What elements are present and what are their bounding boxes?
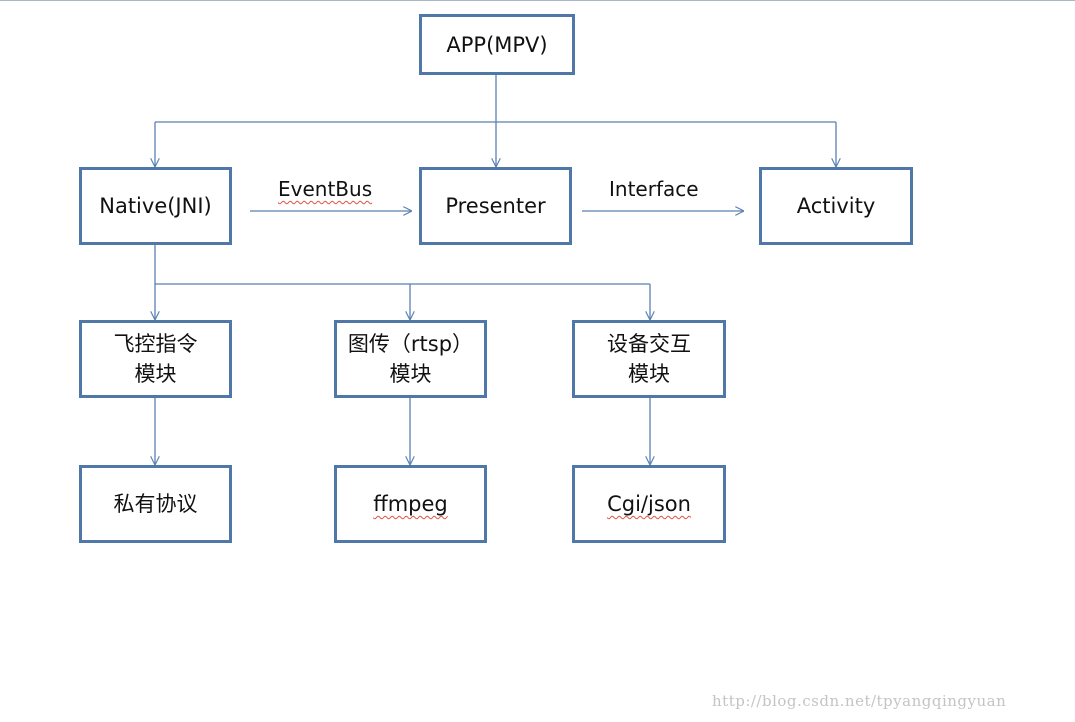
top-border-line [0,0,1075,1]
ffmpeg-label: ffmpeg [373,492,448,516]
app-mpv-label: APP(MPV) [446,32,548,57]
device-interaction-module-node: 设备交互 模块 [572,320,726,398]
image-transmission-module-label: 图传（rtsp） 模块 [347,332,474,386]
flight-control-module-label: 飞控指令 模块 [113,332,198,386]
private-protocol-node: 私有协议 [79,465,232,543]
ffmpeg-node: ffmpeg [334,465,487,543]
cgi-json-label: Cgi/json [607,492,691,516]
interface-edge-label: Interface [609,177,699,201]
device-interaction-module-label: 设备交互 模块 [607,332,691,386]
flight-control-module-node: 飞控指令 模块 [79,320,232,398]
native-jni-node: Native(JNI) [79,167,232,245]
watermark-url: http://blog.csdn.net/tpyangqingyuan [712,692,1007,710]
private-protocol-label: 私有协议 [113,492,198,516]
image-transmission-module-node: 图传（rtsp） 模块 [334,320,487,398]
activity-label: Activity [796,194,876,218]
cgi-json-node: Cgi/json [572,465,726,543]
presenter-label: Presenter [445,194,546,218]
native-jni-label: Native(JNI) [99,194,212,218]
presenter-node: Presenter [419,167,572,245]
eventbus-edge-label: EventBus [278,177,373,201]
activity-node: Activity [759,167,913,245]
app-mpv-node: APP(MPV) [419,14,575,75]
